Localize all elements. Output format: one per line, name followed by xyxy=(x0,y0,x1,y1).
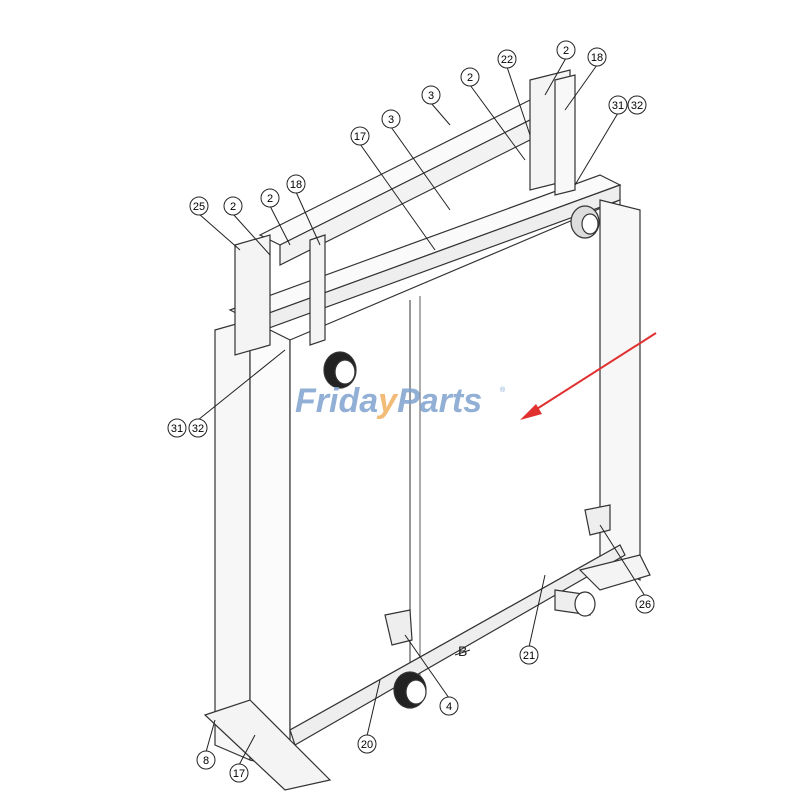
callout-32: 32 xyxy=(188,418,208,438)
svg-text:25: 25 xyxy=(193,201,205,213)
callout-20: 20 xyxy=(357,734,377,754)
svg-text:2: 2 xyxy=(267,193,273,205)
upper-left-pipe xyxy=(323,351,357,389)
svg-text:FridayParts: FridayParts xyxy=(295,382,482,420)
svg-text:4: 4 xyxy=(446,701,452,713)
svg-text:32: 32 xyxy=(192,423,204,435)
callout-3: 3 xyxy=(421,85,441,105)
callout-4: 4 xyxy=(439,696,459,716)
red-arrow-indicator xyxy=(520,332,657,420)
callout-2: 2 xyxy=(556,40,576,60)
svg-text:8: 8 xyxy=(203,755,209,767)
svg-text:32: 32 xyxy=(631,100,643,112)
svg-text:22: 22 xyxy=(501,54,513,66)
svg-text:20: 20 xyxy=(361,739,373,751)
callout-18: 18 xyxy=(587,47,607,67)
svg-text:2: 2 xyxy=(230,201,236,213)
callout-18: 18 xyxy=(286,174,306,194)
svg-text:26: 26 xyxy=(639,599,651,611)
svg-text:17: 17 xyxy=(233,768,245,780)
callout-32: 32 xyxy=(627,95,647,115)
callout-26: 26 xyxy=(635,594,655,614)
svg-text:3: 3 xyxy=(428,90,434,102)
callout-21: 21 xyxy=(519,645,539,665)
upper-right-pipe xyxy=(570,205,600,239)
callout-25: 25 xyxy=(189,196,209,216)
callout-2: 2 xyxy=(223,196,243,216)
lower-right-pipe xyxy=(554,589,596,617)
callout-31: 31 xyxy=(167,418,187,438)
callout-3: 3 xyxy=(381,109,401,129)
svg-text:2: 2 xyxy=(467,72,473,84)
lower-pipe xyxy=(393,671,427,709)
svg-text:®: ® xyxy=(500,386,506,394)
svg-text:17: 17 xyxy=(354,131,366,143)
svg-text:3: 3 xyxy=(388,114,394,126)
callout-17: 17 xyxy=(229,763,249,783)
view-label-b: B xyxy=(458,643,467,659)
callout-17: 17 xyxy=(350,126,370,146)
svg-text:18: 18 xyxy=(591,52,603,64)
callout-8: 8 xyxy=(196,750,216,770)
svg-text:2: 2 xyxy=(563,45,569,57)
svg-text:31: 31 xyxy=(171,423,183,435)
callout-31: 31 xyxy=(608,95,628,115)
callout-2: 2 xyxy=(460,67,480,87)
svg-text:31: 31 xyxy=(612,100,624,112)
callout-2: 2 xyxy=(260,188,280,208)
svg-text:21: 21 xyxy=(523,650,535,662)
friday-parts-watermark: FridayParts ® xyxy=(295,382,506,420)
callout-22: 22 xyxy=(497,49,517,69)
callout-group: 3 2 22 2 18 31 32 3 17 18 2 2 25 31 32 2… xyxy=(167,40,655,783)
svg-text:18: 18 xyxy=(290,179,302,191)
radiator-drawing xyxy=(197,57,651,791)
